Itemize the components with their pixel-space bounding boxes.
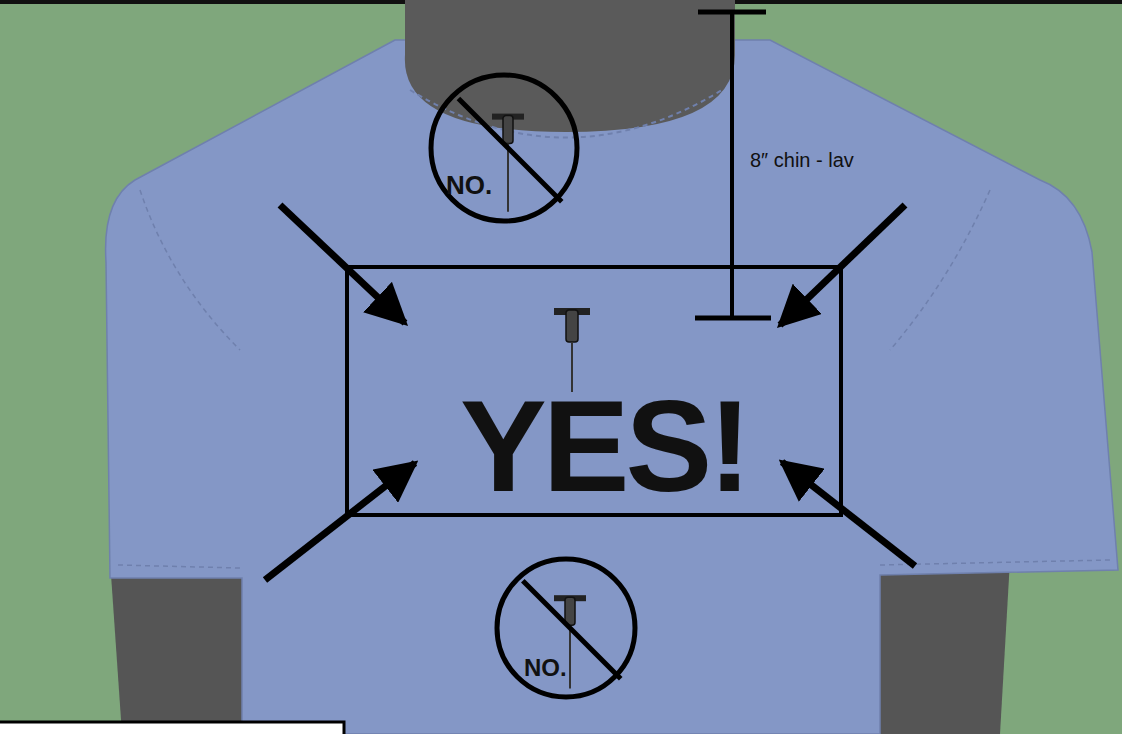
no-circle: NO.	[494, 556, 638, 700]
no-label: NO.	[446, 172, 492, 198]
yes-label: YES!	[460, 381, 747, 511]
no-circle	[428, 72, 580, 224]
yes-box: YES!	[345, 265, 843, 517]
no-label: NO.	[524, 656, 567, 680]
dimension-label: 8″ chin - lav	[750, 150, 854, 170]
no-circle: NO.	[428, 72, 580, 224]
